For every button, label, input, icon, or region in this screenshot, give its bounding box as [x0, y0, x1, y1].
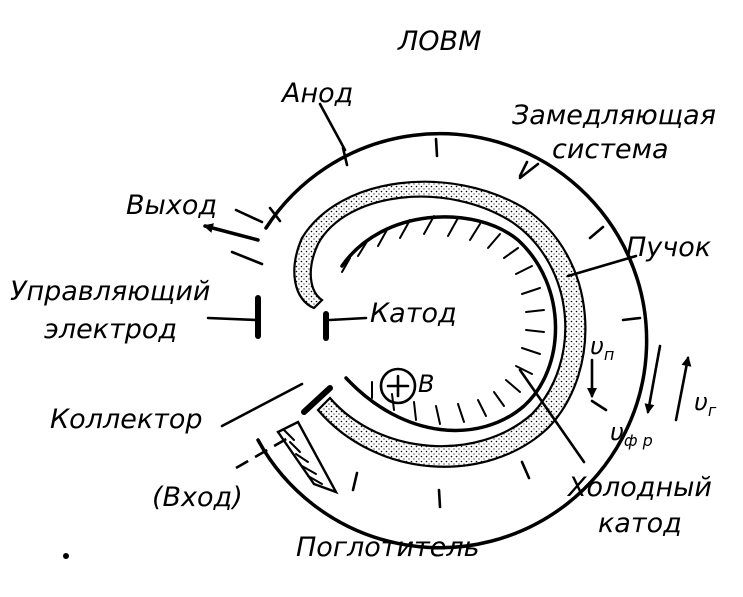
vp-subscript: п	[604, 345, 614, 364]
output-arrow	[203, 223, 260, 242]
stray-dot	[63, 553, 69, 559]
vg-subscript: г	[708, 401, 717, 420]
output-stub-bottom	[230, 250, 264, 266]
vph-symbol: υ	[610, 418, 624, 446]
slow-wave-label-2: система	[552, 134, 669, 165]
beam-label: Пучок	[626, 232, 712, 263]
cold-cathode	[340, 215, 558, 433]
cold-cathode-leader	[518, 368, 586, 464]
beam-leader	[566, 254, 638, 278]
vp-symbol: υ	[590, 332, 604, 360]
title-label: ЛОВМ	[397, 26, 481, 57]
electron-beam	[293, 180, 587, 468]
control-label-1: Управляющий	[10, 276, 210, 307]
slow-wave-label-1: Замедляющая	[512, 100, 716, 131]
collector-electrode	[301, 385, 333, 415]
anode-label: Анод	[280, 78, 353, 109]
vg-symbol: υ	[694, 388, 708, 416]
anode-ticks	[268, 137, 642, 509]
slow-wave-leader	[518, 162, 540, 180]
anode-circle	[256, 131, 649, 550]
vph-arrow	[644, 344, 662, 414]
absorber-label: Поглотитель	[296, 532, 480, 563]
input-dashed-line	[235, 436, 289, 470]
vg-arrow	[674, 356, 692, 422]
anode-leader	[318, 102, 347, 152]
magnetic-field-symbol	[379, 367, 417, 405]
collector-leader	[220, 382, 304, 428]
cold-cathode-label-2: катод	[598, 508, 682, 539]
cold-cathode-label-1: Холодный	[566, 472, 712, 503]
cold-cathode-hatching	[341, 215, 545, 425]
field-b-label: B	[418, 370, 434, 398]
output-stub-top	[234, 208, 264, 224]
output-label: Выход	[126, 190, 217, 221]
vp-label: υп	[590, 332, 614, 364]
control-leader	[206, 316, 258, 322]
control-label-2: электрод	[44, 314, 177, 345]
vph-subscript: ф р	[624, 431, 653, 450]
cathode-leader	[328, 316, 368, 322]
vph-label: υф р	[610, 418, 653, 450]
vg-label: υг	[694, 388, 717, 420]
input-label: (Вход)	[152, 482, 243, 513]
collector-label: Коллектор	[50, 404, 203, 435]
absorber-hatching	[283, 429, 323, 485]
cathode-label: Катод	[370, 298, 457, 329]
